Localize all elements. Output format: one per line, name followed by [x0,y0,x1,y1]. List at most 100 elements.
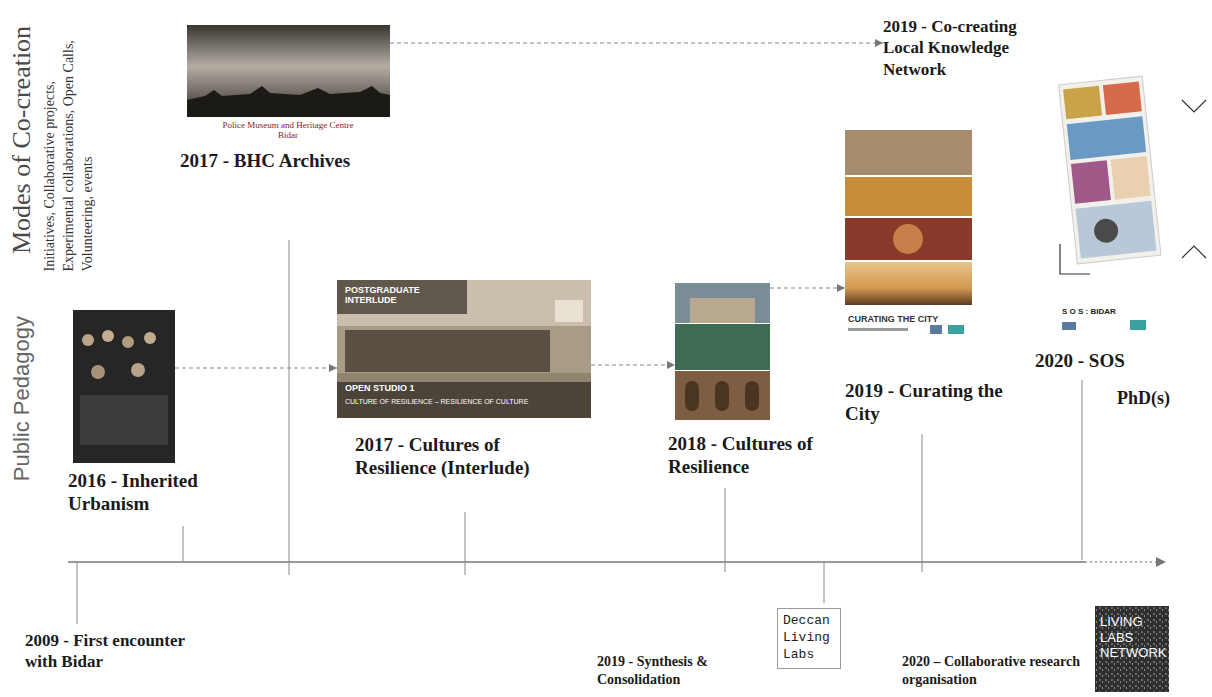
skyline [187,86,390,117]
network-node: 2019 - Co-creating Local Knowledge Netwo… [883,16,1055,90]
bracket [1182,246,1206,258]
carpet-pattern [893,224,923,254]
note-label: PhD(s) [1117,388,1197,410]
archive-node: Police Museum and Heritage Centre Bidar2… [187,25,390,143]
poster-node: S O S : BIDAR2020 - SOS [1058,70,1158,332]
poster-title: CURATING THE CITY [848,315,972,325]
photo [845,218,972,260]
face [102,330,114,342]
tick-line [465,512,466,575]
archive-photo [187,25,390,117]
face [91,365,105,379]
image-node: LIVING LABS NETWORK [1095,606,1169,692]
axis-title: Modes of Co-creation [7,5,37,275]
process-box: Deccan Living Labs [777,608,841,669]
axis-arrowhead [1156,557,1166,567]
tile [1111,156,1151,200]
dashed-arrow [390,42,883,43]
photo-title: POSTGRADUATE INTERLUDE [345,286,455,306]
tile [1103,82,1142,116]
box-text: Deccan Living Labs [783,613,835,664]
title-band [337,280,467,314]
network-image [1095,606,1169,692]
facade [690,298,755,323]
timeline-heading: 2016 - Inherited Urbanism [68,470,246,516]
photo [337,280,591,418]
fine-print [848,328,908,331]
tick-line [289,240,290,575]
tick-line [77,562,78,624]
photo-title: OPEN STUDIO 1 [345,384,545,394]
logo [1130,320,1146,330]
arch [685,381,699,411]
timeline-heading: 2018 - Cultures of Resilience [668,433,840,479]
poster-node: CURATING THE CITY2019 - Curating the Cit… [845,130,972,340]
tick-line [824,562,825,603]
timeline-heading: 2020 - SOS [1035,350,1145,373]
arch [745,381,759,411]
logo [1062,322,1076,330]
signboard [555,300,583,322]
tick-line [183,526,184,562]
resilience-photos [675,283,770,420]
timeline-heading: 2019 - Curating the City [845,380,1035,426]
curating-poster [845,130,972,334]
timeline-label: 2009 - First encounter with Bidar [25,630,205,673]
poster-title: S O S : BIDAR [1062,308,1158,317]
axis-title: Public Pedagogy [9,309,34,489]
workshop-photo [73,310,175,463]
logo [930,325,942,334]
tick-line [922,434,923,572]
image-text: LIVING LABS NETWORK [1100,614,1166,661]
group-of-people [345,330,550,372]
timeline-axis [1085,561,1156,562]
timeline-label: 2019 - Synthesis & Consolidation [597,653,767,689]
title-band [337,382,591,418]
tile [1063,86,1102,120]
photo [187,25,390,117]
crowd [80,395,168,445]
photo-caption: Police Museum and Heritage Centre Bidar [213,120,363,141]
timeline-axis [68,561,1085,562]
face [82,334,94,346]
tile [1067,116,1146,160]
timeline-heading: 2017 - Cultures of Resilience (Interlude… [355,434,545,480]
tick-line [725,488,726,572]
tick-line [1082,380,1083,560]
photo-node: 2018 - Cultures of Resilience [675,283,770,420]
timeline [68,240,1166,624]
photo [675,324,770,370]
arch [715,381,729,411]
tile [1093,218,1119,244]
timeline-heading: 2017 - BHC Archives [180,150,410,173]
bracket [1060,244,1090,274]
road [337,373,591,418]
photo [845,130,972,175]
dashed-arrow [175,367,337,368]
sky [337,280,591,326]
bracket [1182,100,1206,112]
photo [845,262,972,305]
photo [73,310,175,463]
photo [675,283,770,323]
dashed-arrow [770,287,845,288]
timeline-label: 2020 – Collaborative research organisati… [902,653,1092,689]
interlude-photo [337,280,591,418]
photo-subtitle: CULTURE OF RESILIENCE – RESILIENCE OF CU… [345,398,585,406]
connectors [175,43,883,368]
face [122,336,134,348]
photo [675,371,770,420]
tile [1076,201,1157,259]
poster [1059,76,1161,264]
photo-node: 2016 - Inherited Urbanism [73,310,175,463]
axis-subtitle: Initiatives, Collaborative projects, Exp… [40,10,97,272]
timeline-heading: 2019 - Co-creating Local Knowledge Netwo… [883,16,1055,80]
face [131,363,145,377]
dashed-arrow [591,364,675,365]
logo [948,325,964,334]
